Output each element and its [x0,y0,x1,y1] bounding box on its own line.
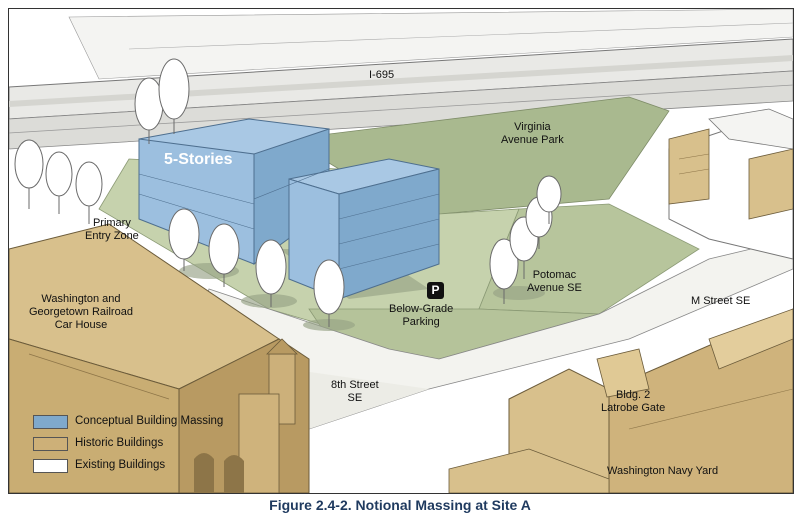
legend-swatch-existing [33,459,68,473]
label-below-grade-parking: Below-Grade Parking [389,303,454,328]
label-primary-entry-zone: Primary Entry Zone [85,217,139,242]
label-virginia-avenue-park: Virginia Avenue Park [501,121,564,146]
existing-buildings [668,108,793,260]
label-m-street: M Street SE [691,295,751,307]
massing-illustration [9,9,793,493]
site-diagram: I-695 Virginia Avenue Park 5-Stories Pri… [8,8,794,494]
label-navy-yard: Washington Navy Yard [607,465,719,477]
legend-swatch-massing [33,415,68,429]
conceptual-building-massing [138,118,440,300]
navy-yard-buildings [448,308,793,493]
legend-swatch-historic [33,437,68,451]
legend-label-historic: Historic Buildings [75,437,164,449]
label-potomac-avenue: Potomac Avenue SE [527,269,582,294]
parking-icon: P [427,282,444,299]
label-8th-street: 8th Street SE [331,379,379,404]
label-stories: 5-Stories [164,151,233,168]
legend-label-existing: Existing Buildings [75,459,166,471]
legend-label-massing: Conceptual Building Massing [75,415,224,427]
car-house-building [9,223,310,493]
label-latrobe-gate: Bldg. 2 Latrobe Gate [601,389,666,414]
trees [14,58,562,327]
label-car-house: Washington and Georgetown Railroad Car H… [29,293,133,331]
figure-caption: Figure 2.4-2. Notional Massing at Site A [269,497,531,513]
label-highway: I-695 [369,69,395,81]
